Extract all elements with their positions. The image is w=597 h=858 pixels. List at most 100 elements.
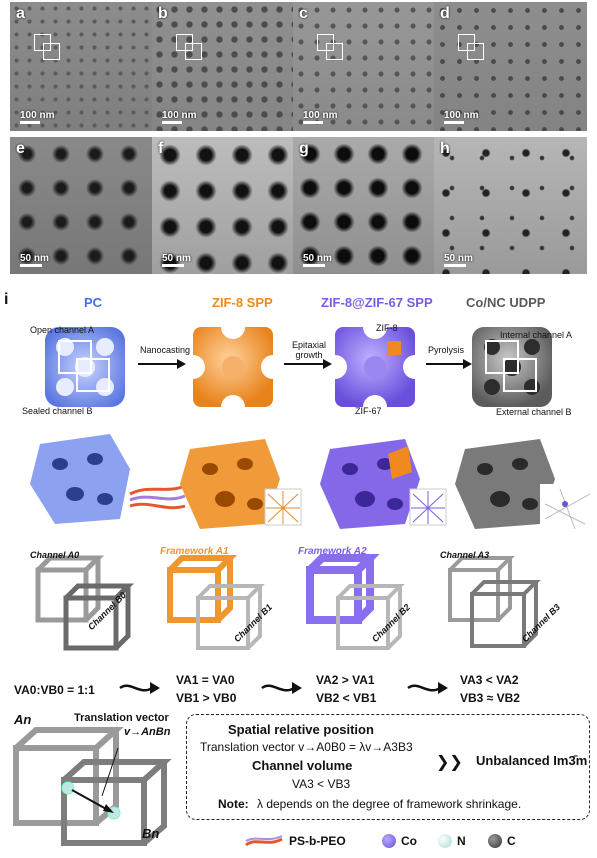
legend-n: N — [438, 834, 466, 848]
legend-c-label: C — [507, 834, 516, 848]
box-heading-position: Spatial relative position — [228, 722, 374, 737]
label-vector-symbol: v→AnBn — [124, 726, 171, 738]
stage-title-zif8: ZIF-8 SPP — [212, 295, 273, 310]
micrograph-g: g 50 nm — [293, 137, 435, 274]
stage-title-zif8-zif67: ZIF-8@ZIF-67 SPP — [321, 295, 433, 310]
unit-cell-marker — [176, 34, 193, 51]
panel-letter-c: c — [299, 5, 308, 22]
label-open-channel: Open channel A — [30, 325, 95, 335]
unit-cell-marker — [185, 43, 202, 60]
scale-bar — [162, 121, 182, 124]
zif8-zif67-3d-render — [320, 439, 447, 529]
box-note-label: Note: — [218, 797, 249, 811]
legend-polymer-label: PS-b-PEO — [289, 834, 346, 848]
micrograph-b: b 100 nm — [152, 2, 294, 131]
zif8-zif67-structure — [323, 315, 427, 419]
scale-bar-label: 100 nm — [444, 110, 479, 121]
scale-bar-label: 100 nm — [20, 110, 55, 121]
pc-structure — [45, 327, 125, 407]
label-zif67: ZIF-67 — [355, 406, 382, 416]
micrograph-e: e 50 nm — [10, 137, 152, 274]
relation-0: VA0:VB0 = 1:1 — [14, 683, 95, 697]
arrow-epitaxial — [284, 358, 332, 369]
scale-bar-label: 50 nm — [444, 253, 473, 264]
c-atom-icon — [488, 834, 502, 848]
cube-label-a3: Channel A3 — [440, 550, 490, 560]
wave-arrow-2 — [261, 682, 302, 694]
scale-bar — [303, 121, 323, 124]
translation-vector-diagram — [13, 727, 172, 846]
arrow-nanocasting — [138, 358, 186, 369]
label-external-channel: External channel B — [496, 407, 572, 417]
label-translation-vector: Translation vector — [74, 712, 169, 724]
wave-arrow-1 — [119, 682, 160, 694]
legend-polymer: PS-b-PEO — [244, 834, 346, 848]
box-line-volume: VA3 < VB3 — [292, 777, 351, 791]
unit-cell-marker — [326, 43, 343, 60]
scale-bar — [444, 121, 464, 124]
scale-bar-label: 50 nm — [303, 253, 332, 264]
cube-channel-0 — [35, 555, 135, 651]
panel-letter-d: d — [440, 5, 450, 22]
stage-title-conc: Co/NC UDPP — [466, 295, 546, 310]
panel-letter-i: i — [4, 291, 9, 308]
micrograph-a: a 100 nm — [10, 2, 152, 131]
label-internal-channel: Internal channel A — [500, 330, 573, 340]
zif8-structure — [181, 315, 285, 419]
relation-3b: VB3 ≈ VB2 — [460, 691, 520, 705]
label-epitaxial-growth: Epitaxial growth — [291, 340, 327, 360]
panel-letter-b: b — [158, 5, 168, 22]
legend-n-label: N — [457, 834, 466, 848]
conc-3d-render — [455, 439, 592, 530]
scale-bar-label: 100 nm — [303, 110, 338, 121]
panel-letter-e: e — [16, 140, 25, 157]
label-sealed-channel: Sealed channel B — [22, 406, 93, 416]
cube-framework-1 — [167, 555, 265, 650]
structures-row — [45, 315, 552, 419]
micrograph-h: h 50 nm — [434, 137, 587, 274]
relation-1b: VB1 > VB0 — [176, 691, 237, 705]
conc-structure — [472, 327, 552, 407]
panel-letter-f: f — [158, 140, 164, 157]
relation-1a: VA1 = VA0 — [176, 673, 235, 687]
unit-cell-marker — [34, 34, 51, 51]
scale-bar — [303, 264, 325, 267]
label-nanocasting: Nanocasting — [140, 345, 191, 355]
micrograph-c: c 100 nm — [293, 2, 435, 131]
cube-channel-3 — [448, 556, 541, 648]
pc-3d-render — [30, 434, 186, 524]
panel-letter-a: a — [16, 5, 25, 22]
scale-bar — [162, 264, 184, 267]
arrow-pyrolysis — [426, 358, 472, 369]
summary-box — [186, 714, 590, 820]
label-pyrolysis: Pyrolysis — [428, 345, 465, 355]
rendered-row — [30, 434, 592, 530]
cube-framework-2 — [306, 554, 405, 650]
co-atom-icon — [382, 834, 396, 848]
label-bn: Bn — [142, 826, 160, 841]
scale-bar — [20, 121, 40, 124]
panel-letter-h: h — [440, 140, 450, 157]
cube-label-a2: Framework A2 — [298, 546, 367, 557]
relation-2b: VB2 < VB1 — [316, 691, 377, 705]
micrograph-d: d 100 nm — [434, 2, 587, 131]
scale-bar — [444, 264, 466, 267]
scale-bar-label: 50 nm — [20, 253, 49, 264]
unit-cell-marker — [467, 43, 484, 60]
unit-cell-marker — [43, 43, 60, 60]
scale-bar-label: 100 nm — [162, 110, 197, 121]
relation-3a: VA3 < VA2 — [460, 673, 519, 687]
n-atom-icon — [438, 834, 452, 848]
relation-2a: VA2 > VA1 — [316, 673, 375, 687]
unit-cell-marker — [317, 34, 334, 51]
box-heading-volume: Channel volume — [252, 758, 353, 773]
box-line-translation: Translation vector v→A0B0 = λv→A3B3 — [200, 740, 413, 754]
label-zif8: ZIF-8 — [376, 323, 398, 333]
box-chevrons: ❯❯ — [436, 754, 463, 771]
stage-title-pc: PC — [84, 295, 103, 310]
panel-letter-g: g — [299, 140, 309, 157]
cube-label-a1: Framework A1 — [160, 546, 229, 557]
legend-co-label: Co — [401, 834, 417, 848]
unit-cell-marker — [458, 34, 475, 51]
